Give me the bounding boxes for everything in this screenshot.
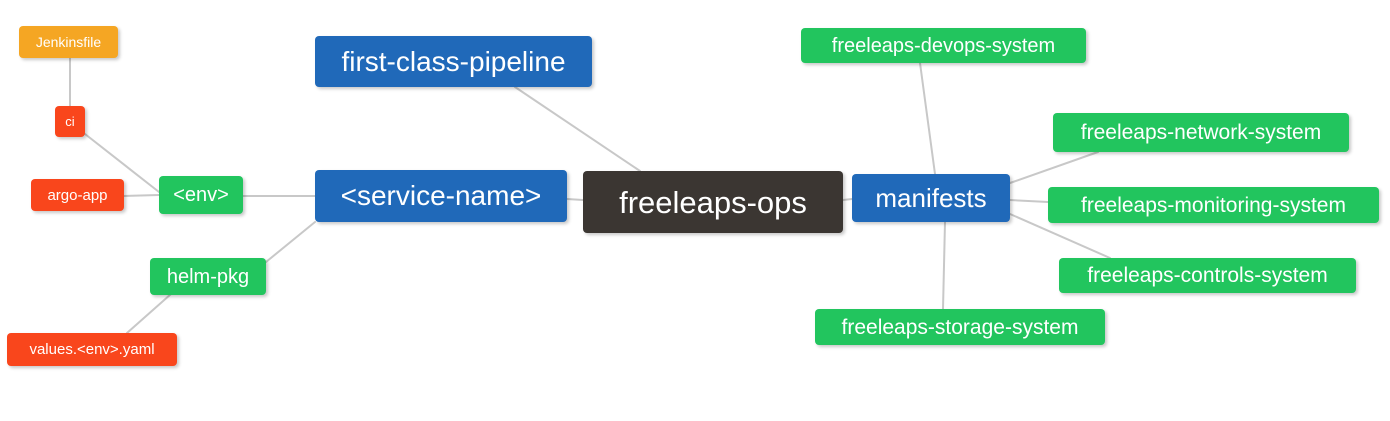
- edge-first-class-pipeline-to-freeleaps-ops: [514, 86, 641, 172]
- node-argo-app[interactable]: argo-app: [31, 179, 124, 211]
- node-freeleaps-ops[interactable]: freeleaps-ops: [583, 171, 843, 233]
- node-service-name[interactable]: <service-name>: [315, 170, 567, 222]
- node-first-class-pipeline[interactable]: first-class-pipeline: [315, 36, 592, 87]
- node-label-service-name: <service-name>: [340, 180, 542, 211]
- node-ci[interactable]: ci: [55, 106, 85, 137]
- edge-argo-app-to-env: [123, 194, 160, 197]
- edge-service-name-to-helm-pkg: [265, 221, 316, 263]
- edge-manifests-to-freeleaps-devops-system: [919, 62, 936, 175]
- node-label-helm-pkg: helm-pkg: [166, 265, 250, 288]
- edge-manifests-to-freeleaps-monitoring-system: [1009, 199, 1049, 203]
- node-label-jenkinsfile: Jenkinsfile: [35, 34, 102, 50]
- node-env[interactable]: <env>: [159, 176, 243, 214]
- node-label-freeleaps-controls-system: freeleaps-controls-system: [1087, 264, 1328, 287]
- node-label-freeleaps-monitoring-system: freeleaps-monitoring-system: [1081, 193, 1346, 217]
- node-freeleaps-devops-system[interactable]: freeleaps-devops-system: [801, 28, 1086, 63]
- node-jenkinsfile[interactable]: Jenkinsfile: [19, 26, 118, 58]
- node-freeleaps-storage-system[interactable]: freeleaps-storage-system: [815, 309, 1105, 345]
- node-manifests[interactable]: manifests: [852, 174, 1010, 222]
- node-label-ci: ci: [65, 114, 75, 129]
- node-label-env: <env>: [173, 184, 229, 206]
- node-values-yaml[interactable]: values.<env>.yaml: [7, 333, 177, 366]
- node-freeleaps-monitoring-system[interactable]: freeleaps-monitoring-system: [1048, 187, 1379, 223]
- node-freeleaps-controls-system[interactable]: freeleaps-controls-system: [1059, 258, 1356, 293]
- node-label-freeleaps-storage-system: freeleaps-storage-system: [841, 315, 1079, 339]
- edge-service-name-to-freeleaps-ops: [566, 198, 584, 201]
- node-label-freeleaps-ops: freeleaps-ops: [619, 184, 807, 220]
- node-label-first-class-pipeline: first-class-pipeline: [341, 45, 566, 77]
- node-label-freeleaps-network-system: freeleaps-network-system: [1080, 121, 1322, 144]
- node-label-manifests: manifests: [875, 183, 987, 213]
- node-label-values-yaml: values.<env>.yaml: [29, 341, 155, 358]
- edge-manifests-to-freeleaps-network-system: [1009, 151, 1099, 184]
- edge-freeleaps-ops-to-manifests: [842, 198, 853, 201]
- edge-manifests-to-freeleaps-storage-system: [942, 221, 946, 310]
- node-label-argo-app: argo-app: [47, 186, 108, 204]
- node-label-freeleaps-devops-system: freeleaps-devops-system: [831, 34, 1056, 57]
- edge-helm-pkg-to-values-yaml: [126, 293, 172, 334]
- node-helm-pkg[interactable]: helm-pkg: [150, 258, 266, 295]
- node-freeleaps-network-system[interactable]: freeleaps-network-system: [1053, 113, 1349, 152]
